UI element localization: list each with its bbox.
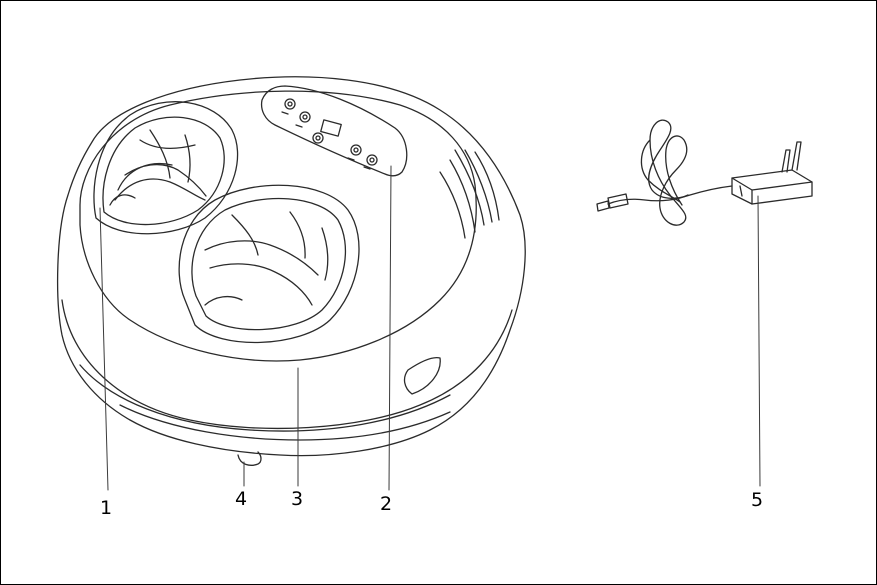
skirt-band-3 bbox=[119, 404, 451, 441]
callout-control-panel: 2 bbox=[380, 493, 393, 515]
callout-power-adapter: 5 bbox=[751, 489, 764, 511]
leader-lines bbox=[99, 165, 761, 491]
callout-inner-massage-chamber: 1 bbox=[100, 497, 113, 519]
skirt-band-2 bbox=[79, 364, 451, 432]
leader-1 bbox=[99, 207, 109, 491]
left-foot-well bbox=[93, 101, 239, 235]
outer-shell bbox=[56, 76, 526, 457]
power-adapter bbox=[596, 119, 813, 226]
leader-5 bbox=[757, 195, 761, 487]
callout-main-body: 3 bbox=[291, 488, 304, 510]
top-surface bbox=[79, 90, 477, 362]
leader-2 bbox=[388, 165, 392, 491]
side-handle bbox=[403, 356, 441, 395]
right-foot-well bbox=[178, 184, 360, 344]
foot-massager bbox=[56, 76, 526, 466]
control-panel bbox=[260, 85, 408, 177]
callout-base-foot: 4 bbox=[235, 488, 248, 510]
skirt-band-1 bbox=[61, 299, 513, 430]
base-foot bbox=[237, 451, 262, 466]
